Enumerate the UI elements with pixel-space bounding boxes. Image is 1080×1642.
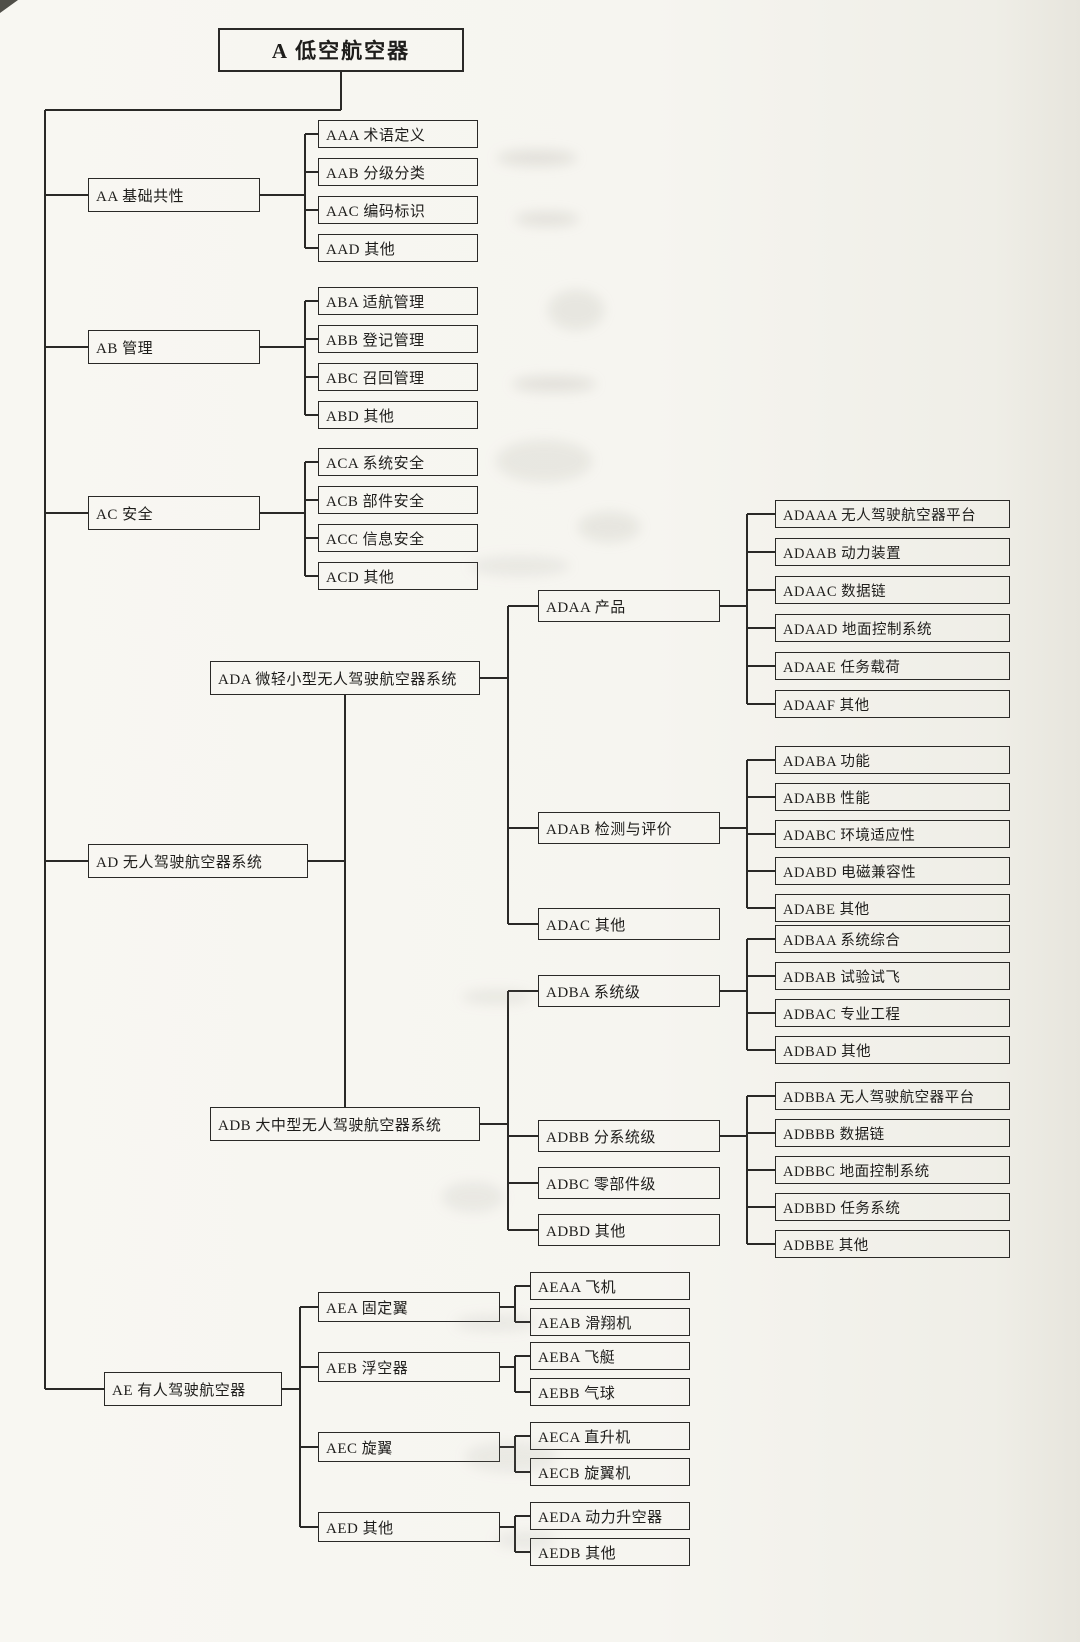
- tree-node-adab: ADAB 检测与评价: [538, 812, 720, 844]
- tree-node-abb: ABB 登记管理: [318, 325, 478, 353]
- tree-node-adaaa: ADAAA 无人驾驶航空器平台: [775, 500, 1010, 528]
- tree-node-adbbc: ADBBC 地面控制系统: [775, 1156, 1010, 1184]
- tree-node-adac: ADAC 其他: [538, 908, 720, 940]
- tree-node-adbbe: ADBBE 其他: [775, 1230, 1010, 1258]
- tree-node-abd: ABD 其他: [318, 401, 478, 429]
- tree-node-acb: ACB 部件安全: [318, 486, 478, 514]
- tree-node-aed: AED 其他: [318, 1512, 500, 1542]
- tree-node-adaab: ADAAB 动力装置: [775, 538, 1010, 566]
- tree-node-adabc: ADABC 环境适应性: [775, 820, 1010, 848]
- tree-node-aeab: AEAB 滑翔机: [530, 1308, 690, 1336]
- tree-node-ada: ADA 微轻小型无人驾驶航空器系统: [210, 661, 480, 695]
- tree-node-aaa: AAA 术语定义: [318, 120, 478, 148]
- tree-node-adaae: ADAAE 任务载荷: [775, 652, 1010, 680]
- tree-node-aeca: AECA 直升机: [530, 1422, 690, 1450]
- tree-node-aecb: AECB 旋翼机: [530, 1458, 690, 1486]
- tree-node-adabb: ADABB 性能: [775, 783, 1010, 811]
- tree-node-adbaa: ADBAA 系统综合: [775, 925, 1010, 953]
- tree-node-aeaa: AEAA 飞机: [530, 1272, 690, 1300]
- tree-node-adaac: ADAAC 数据链: [775, 576, 1010, 604]
- tree-node-adbad: ADBAD 其他: [775, 1036, 1010, 1064]
- tree-node-acd: ACD 其他: [318, 562, 478, 590]
- tree-node-aad: AAD 其他: [318, 234, 478, 262]
- tree-node-aba: ABA 适航管理: [318, 287, 478, 315]
- tree-node-adbc: ADBC 零部件级: [538, 1167, 720, 1199]
- tree-node-adabe: ADABE 其他: [775, 894, 1010, 922]
- tree-node-aec: AEC 旋翼: [318, 1432, 500, 1462]
- tree-node-aa: AA 基础共性: [88, 178, 260, 212]
- tree-node-ad: AD 无人驾驶航空器系统: [88, 844, 308, 878]
- tree-node-aea: AEA 固定翼: [318, 1292, 500, 1322]
- tree-node-aca: ACA 系统安全: [318, 448, 478, 476]
- tree-node-aeda: AEDA 动力升空器: [530, 1502, 690, 1530]
- tree-node-a: A 低空航空器: [218, 28, 464, 72]
- tree-node-adba: ADBA 系统级: [538, 975, 720, 1007]
- tree-node-ac: AC 安全: [88, 496, 260, 530]
- tree-node-adbac: ADBAC 专业工程: [775, 999, 1010, 1027]
- tree-node-adbd: ADBD 其他: [538, 1214, 720, 1246]
- tree-node-aebb: AEBB 气球: [530, 1378, 690, 1406]
- tree-node-adaba: ADABA 功能: [775, 746, 1010, 774]
- tree-node-adabd: ADABD 电磁兼容性: [775, 857, 1010, 885]
- tree-node-adbab: ADBAB 试验试飞: [775, 962, 1010, 990]
- tree-node-adbbd: ADBBD 任务系统: [775, 1193, 1010, 1221]
- tree-node-adbb: ADBB 分系统级: [538, 1120, 720, 1152]
- tree-node-aeba: AEBA 飞艇: [530, 1342, 690, 1370]
- tree-node-aac: AAC 编码标识: [318, 196, 478, 224]
- tree-node-adaad: ADAAD 地面控制系统: [775, 614, 1010, 642]
- tree-node-aeb: AEB 浮空器: [318, 1352, 500, 1382]
- tree-node-adaaf: ADAAF 其他: [775, 690, 1010, 718]
- tree-node-abc: ABC 召回管理: [318, 363, 478, 391]
- tree-node-adbba: ADBBA 无人驾驶航空器平台: [775, 1082, 1010, 1110]
- tree-node-ab: AB 管理: [88, 330, 260, 364]
- tree-node-adbbb: ADBBB 数据链: [775, 1119, 1010, 1147]
- tree-node-ae: AE 有人驾驶航空器: [104, 1372, 282, 1406]
- tree-node-adb: ADB 大中型无人驾驶航空器系统: [210, 1107, 480, 1141]
- tree-node-aab: AAB 分级分类: [318, 158, 478, 186]
- tree-node-adaa: ADAA 产品: [538, 590, 720, 622]
- tree-node-acc: ACC 信息安全: [318, 524, 478, 552]
- tree-node-aedb: AEDB 其他: [530, 1538, 690, 1566]
